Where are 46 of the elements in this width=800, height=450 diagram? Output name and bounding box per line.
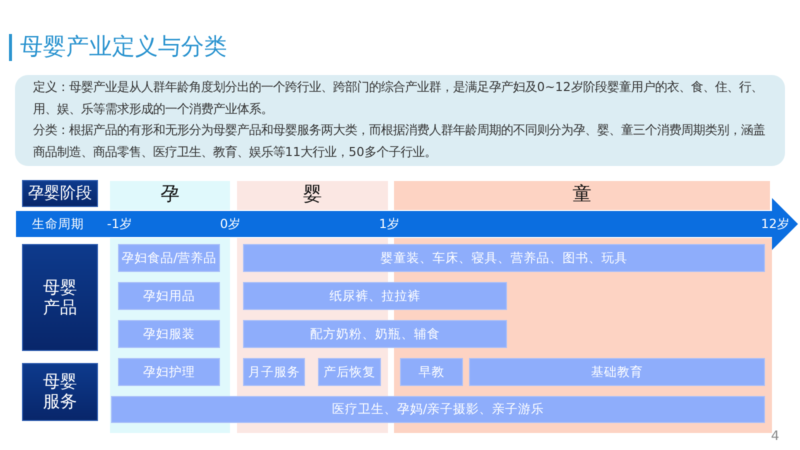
item-bar <box>243 244 765 272</box>
stage-header-cell <box>394 181 770 210</box>
item-bar <box>118 358 220 386</box>
item-bar <box>111 396 765 423</box>
age-label: 0岁 <box>220 216 241 232</box>
stage-header-cell <box>110 181 230 210</box>
item-label: 月子服务 <box>248 364 300 380</box>
item-label: 婴童装、车床、寝具、营养品、图书、玩具 <box>380 250 628 266</box>
item-label: 孕妇服装 <box>143 326 195 342</box>
item-label: 纸尿裤、拉拉裤 <box>330 288 420 304</box>
age-label: 12岁 <box>761 216 790 232</box>
slide-title: 母婴产业定义与分类 <box>20 33 227 62</box>
item-label: 早教 <box>418 364 444 380</box>
item-bar <box>118 282 220 310</box>
item-bar <box>243 358 305 386</box>
timeline-label: 生命周期 <box>32 216 84 232</box>
category-box <box>22 244 98 351</box>
category-box <box>22 363 98 421</box>
item-bar <box>118 320 220 348</box>
item-bar <box>469 358 765 386</box>
stage-title-box <box>22 180 98 207</box>
age-label: 1岁 <box>379 216 400 232</box>
definition-text: 定义：母婴产业是从人群年龄角度划分出的一个跨行业、跨部门的综合产业群，是满足孕产妇及0~12岁阶段婴童用户的衣、食、住、行、用、娱、乐等需求形成的一个消费产业体系。 <box>33 79 764 118</box>
stage-heading: 孕 <box>160 182 180 207</box>
item-label: 基础教育 <box>591 364 643 380</box>
item-label: 孕妇食品/营养品 <box>121 250 217 266</box>
item-label: 孕妇用品 <box>143 288 195 304</box>
stage-header-cell <box>237 181 388 210</box>
item-bar <box>318 358 381 386</box>
item-label: 医疗卫生、孕妈/亲子摄影、亲子游乐 <box>332 401 544 418</box>
stage-heading: 婴 <box>302 182 323 207</box>
item-label: 孕妇护理 <box>143 364 195 380</box>
item-label: 产后恢复 <box>324 364 376 380</box>
stage-heading: 童 <box>572 182 592 207</box>
category-label: 母婴服务 <box>42 372 78 412</box>
item-label: 配方奶粉、奶瓶、辅食 <box>310 326 440 342</box>
definition-panel <box>15 75 785 166</box>
category-label: 母婴产品 <box>42 278 78 318</box>
age-label: -1岁 <box>107 216 132 232</box>
item-bar <box>243 282 507 310</box>
stage-title-label: 孕婴阶段 <box>28 183 92 204</box>
page-number: 4 <box>771 429 780 444</box>
item-bar <box>118 244 220 272</box>
item-bar <box>243 320 507 348</box>
item-bar <box>400 358 463 386</box>
definition-text: 分类：根据产品的有形和无形分为母婴产品和母婴服务两大类，而根据消费人群年龄周期的不同则分为孕、婴、童三个消费周期类别，涵盖商品制造、商品零售、医疗卫生、教育、娱乐等11大行业，50多个子行业。 <box>33 122 766 162</box>
